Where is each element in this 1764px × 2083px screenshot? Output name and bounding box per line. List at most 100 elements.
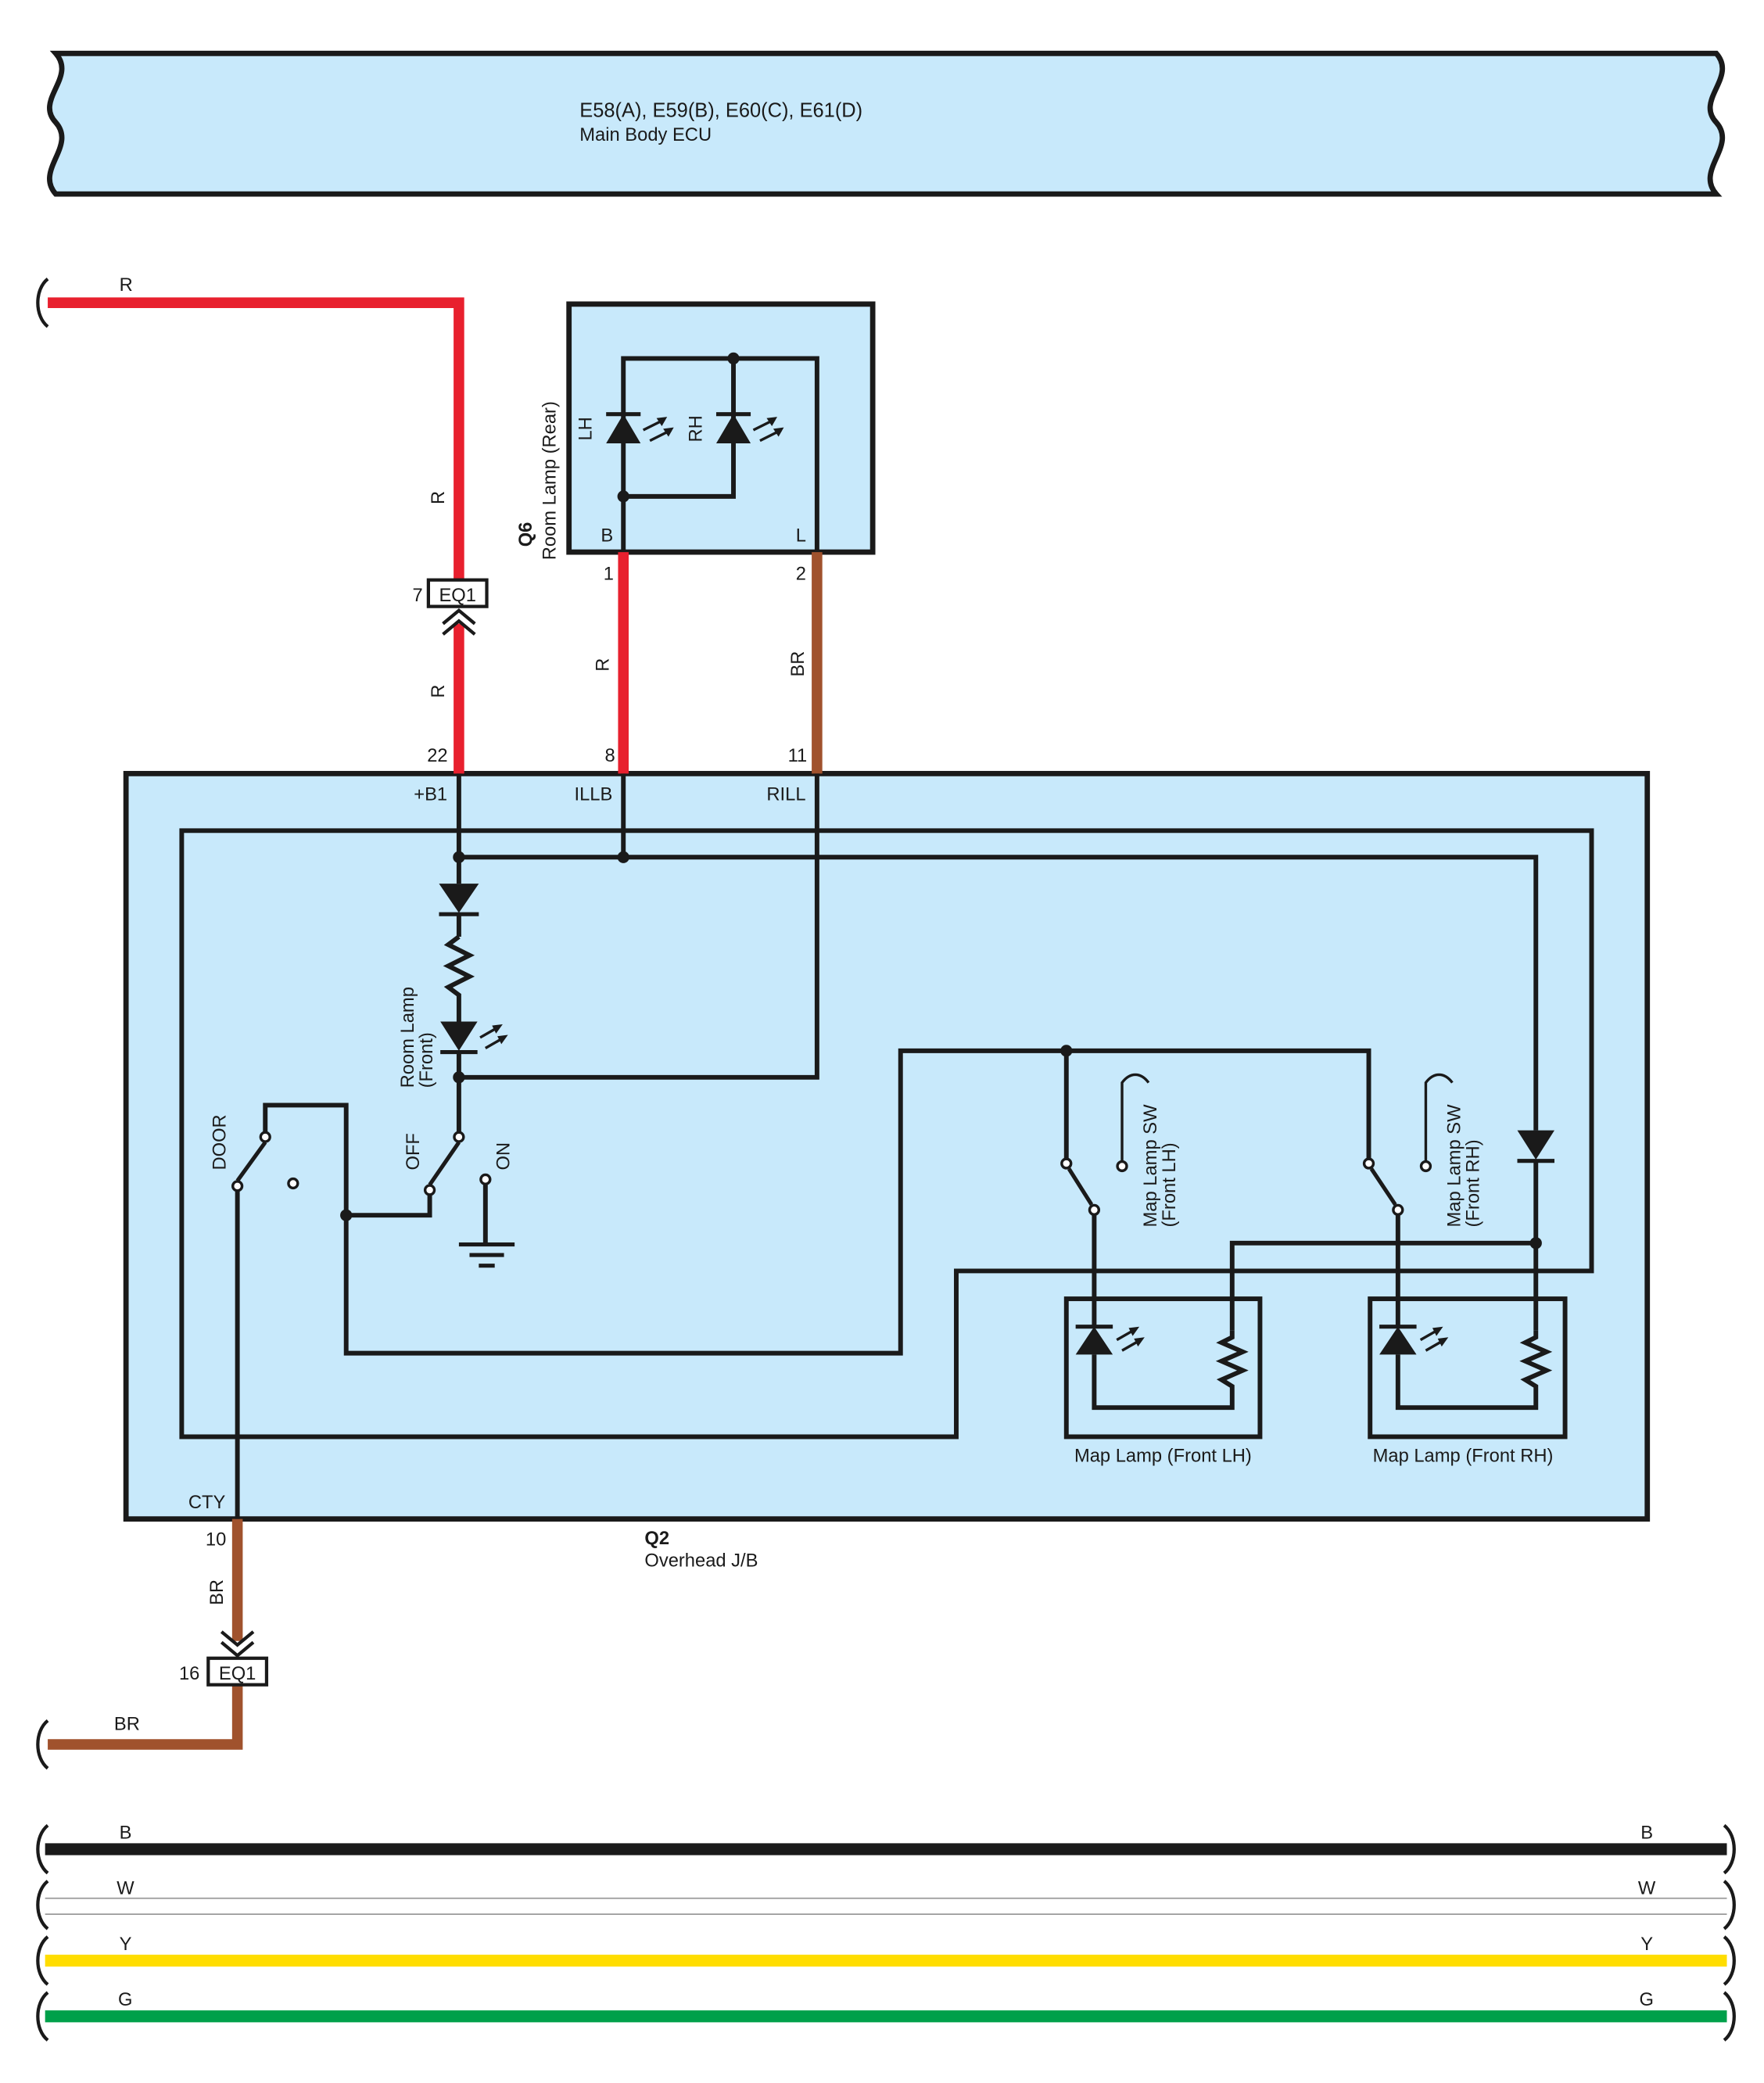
wire-red-lower-label: R — [428, 685, 449, 698]
q6-rh-branch — [623, 358, 736, 499]
q6-pin-1: 1 — [604, 565, 614, 585]
legend-y-left: Y — [120, 1934, 132, 1955]
map-lamp-rh-box — [1368, 1296, 1568, 1439]
b1-junction — [453, 851, 465, 863]
jb-term-cty: CTY — [188, 1493, 226, 1513]
wire-break-left-bottom — [36, 1719, 49, 1770]
connector-eq1-bottom-name: EQ1 — [219, 1664, 256, 1684]
ground-icon — [458, 1242, 515, 1268]
legend-g-left: G — [118, 1990, 132, 2010]
q6-term-b: B — [601, 526, 613, 547]
connector-eq1-top-name: EQ1 — [439, 586, 476, 606]
map-sw-lh-label-2: (Front LH) — [1160, 1142, 1180, 1227]
junction-block-box — [123, 770, 1651, 1522]
wire-red-q6-label: R — [593, 658, 614, 672]
connector-eq1-top-chevron-icon — [442, 608, 476, 636]
led-room-front-icon — [440, 1021, 508, 1055]
map-lamp-sw-lh[interactable] — [1060, 1073, 1150, 1217]
main-body-ecu-box — [47, 50, 1725, 197]
q6-internal-loop — [621, 356, 819, 553]
resistor-map-lh-icon — [1092, 1330, 1249, 1411]
led-lh-icon — [606, 412, 674, 443]
map-sw-rh-label-2: (Front RH) — [1463, 1139, 1483, 1227]
main-body-ecu: E58(A), E59(B), E60(C), E61(D) Main Body… — [47, 50, 1725, 197]
wire-brown-cty-label: BR — [207, 1579, 228, 1605]
jb-name: Overhead J/B — [644, 1551, 758, 1572]
jb-pin-22: 22 — [427, 746, 447, 766]
connector-eq1-top[interactable]: EQ1 — [426, 578, 489, 636]
led-rh-label: RH — [686, 415, 706, 442]
wire-red-top-label: R — [120, 275, 133, 296]
connector-eq1-bottom[interactable]: EQ1 — [206, 1630, 269, 1687]
jb-pin-8: 8 — [604, 746, 615, 766]
connector-eq1-bottom-chevron-icon — [220, 1630, 255, 1658]
wire-brown-cty[interactable] — [36, 1518, 243, 1770]
map-lamp-front-lh: Map Lamp (Front LH) — [1063, 1296, 1263, 1467]
door-switch[interactable] — [231, 1131, 299, 1192]
door-switch-label: DOOR — [210, 1114, 230, 1170]
illb-junction — [617, 851, 629, 863]
connector-eq1-bottom-pin: 16 — [179, 1664, 199, 1684]
q6-junction-bottom — [617, 490, 629, 503]
q6-name: Room Lamp (Rear) — [540, 401, 561, 560]
legend-g-right: G — [1640, 1990, 1654, 2010]
legend-y-right: Y — [1640, 1934, 1653, 1955]
room-lamp-rear-box — [566, 301, 876, 555]
wire-break-left-top — [36, 278, 49, 328]
wire-brown-bottom-label: BR — [114, 1714, 140, 1734]
room-lamp-front-label-1: Room Lamp — [398, 987, 418, 1088]
led-rh-icon — [715, 412, 784, 443]
switch-on-label: ON — [493, 1142, 514, 1171]
jb-code: Q2 — [644, 1529, 669, 1549]
door-off-junction — [340, 1209, 353, 1221]
room-lamp-front-label-2: (Front) — [417, 1032, 437, 1088]
legend-row-w: W W — [36, 1879, 1736, 1931]
jb-pin-10: 10 — [206, 1530, 226, 1551]
jb-pin-11: 11 — [788, 746, 808, 766]
connector-eq1-top-pin: 7 — [413, 586, 423, 606]
map-lamp-front-rh: Map Lamp (Front RH) — [1368, 1296, 1568, 1467]
legend-b-right: B — [1640, 1823, 1653, 1843]
map-sw-rh-label-1: Map Lamp SW — [1445, 1104, 1465, 1228]
wire-red-upper-label: R — [428, 491, 449, 504]
overhead-junction-block: Q2 Overhead J/B — [123, 770, 1651, 1572]
jb-term-rill: RILL — [766, 784, 805, 805]
room-lamp-switch[interactable] — [423, 1131, 492, 1196]
led-map-lh-icon — [1075, 1325, 1145, 1355]
resistor-map-rh-icon — [1395, 1330, 1553, 1411]
switch-off-label: OFF — [403, 1133, 424, 1170]
wire-brown-q6-label: BR — [788, 651, 808, 677]
jb-inner-loop — [179, 828, 1594, 1439]
led-map-rh-icon — [1379, 1325, 1449, 1355]
map-lamp-lh-box — [1063, 1296, 1263, 1439]
map-lamp-common — [1229, 1240, 1536, 1331]
door-bus — [263, 1048, 1371, 1356]
legend-row-b: B B — [36, 1823, 1736, 1875]
q6-code: Q6 — [516, 522, 536, 547]
map-lamp-sw-rh[interactable] — [1362, 1073, 1454, 1217]
q6-junction-top — [727, 352, 740, 365]
wire-red-b1[interactable] — [36, 278, 464, 774]
resistor-room-front-icon — [443, 934, 475, 1022]
q6-pin-2: 2 — [796, 565, 806, 585]
room-front-junction — [453, 1071, 465, 1084]
rill-return — [458, 773, 819, 1080]
legend-b-left: B — [120, 1823, 132, 1843]
jb-term-b1: +B1 — [414, 784, 447, 805]
jb-internal-circuit: Room Lamp (Front) OFF ON DOOR — [210, 773, 1554, 1519]
map-lamp-rh-label: Map Lamp (Front RH) — [1373, 1447, 1554, 1467]
jb-term-illb: ILLB — [574, 784, 612, 805]
led-lh-label: LH — [576, 417, 597, 440]
q6-term-l: L — [796, 526, 806, 547]
wire-color-legend: B B W W Y Y G G — [36, 1823, 1736, 2042]
legend-w-right: W — [1638, 1879, 1656, 1899]
legend-w-left: W — [117, 1879, 134, 1899]
map-sw-lh-label-1: Map Lamp SW — [1141, 1104, 1161, 1228]
legend-row-g: G G — [36, 1990, 1736, 2042]
ecu-subtitle: Main Body ECU — [579, 125, 712, 145]
legend-row-y: Y Y — [36, 1934, 1736, 1986]
room-lamp-rear: LH RH B L Q6 Room Lamp (Rear) 1 2 — [516, 301, 876, 585]
map-lamp-junction — [1529, 1237, 1542, 1249]
ecu-title: E58(A), E59(B), E60(C), E61(D) — [579, 100, 862, 122]
